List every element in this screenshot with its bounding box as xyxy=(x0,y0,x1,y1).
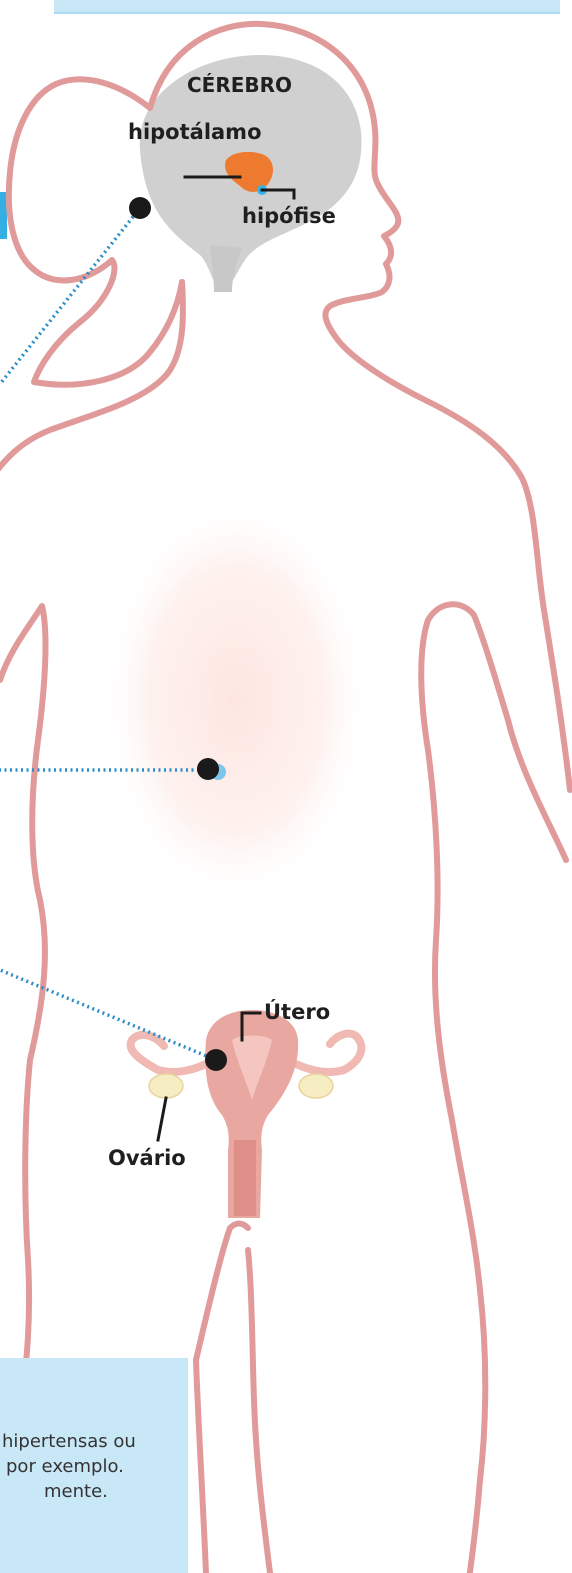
reproductive-organs xyxy=(131,1010,362,1218)
leg-left-outline xyxy=(196,1360,206,1573)
leader-dot-abdomen xyxy=(197,758,219,780)
crotch-outline xyxy=(196,1224,248,1361)
info-line-2: por exemplo. xyxy=(6,1458,124,1476)
fallopian-tube-right xyxy=(288,1034,361,1072)
brain-label: CÉREBRO xyxy=(187,75,292,95)
leg-right-outline xyxy=(248,1250,270,1573)
leader-dot-brain xyxy=(129,197,151,219)
ovary-pointer xyxy=(158,1098,166,1140)
info-line-1: hipertensas ou xyxy=(2,1433,136,1451)
leader-dot-uterus xyxy=(205,1049,227,1071)
cervix-shape xyxy=(234,1140,256,1216)
ovary-label: Ovário xyxy=(108,1148,186,1169)
info-line-3: mente. xyxy=(44,1483,108,1501)
arm-right-outline xyxy=(421,604,566,1573)
hypothalamus-label: hipotálamo xyxy=(128,122,262,143)
ovary-right-shape xyxy=(299,1074,333,1098)
leader-line-brain xyxy=(0,208,140,384)
abdomen-glow xyxy=(101,495,371,905)
fallopian-tube-left xyxy=(131,1035,214,1072)
uterus-label: Útero xyxy=(264,1002,330,1023)
arm-left-outline xyxy=(0,606,45,1420)
info-callout-box: hipertensas ou por exemplo. mente. xyxy=(0,1358,188,1573)
pituitary-label: hipófise xyxy=(242,206,336,227)
ovary-left-shape xyxy=(149,1074,183,1098)
